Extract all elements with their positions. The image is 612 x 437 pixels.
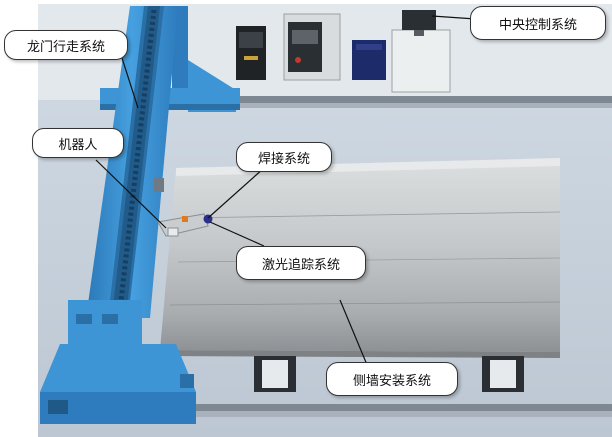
- central-console: [391, 10, 451, 93]
- support-right: [482, 356, 524, 392]
- callout-gantry: 龙门行走系统: [4, 30, 128, 60]
- control-cabinet-navy: [352, 40, 386, 80]
- gantry-frame: [40, 6, 240, 424]
- callout-sidewall: 侧墙安装系统: [326, 362, 458, 396]
- front-rail: [180, 404, 612, 417]
- callout-robot: 机器人: [32, 128, 124, 158]
- control-cabinet-grey: [283, 13, 341, 81]
- callout-laser: 激光追踪系统: [236, 246, 366, 280]
- back-rail: [100, 96, 612, 108]
- support-left: [254, 356, 296, 392]
- control-cabinet-black: [236, 26, 266, 80]
- callout-central: 中央控制系统: [470, 6, 606, 40]
- callout-welding: 焊接系统: [236, 142, 332, 172]
